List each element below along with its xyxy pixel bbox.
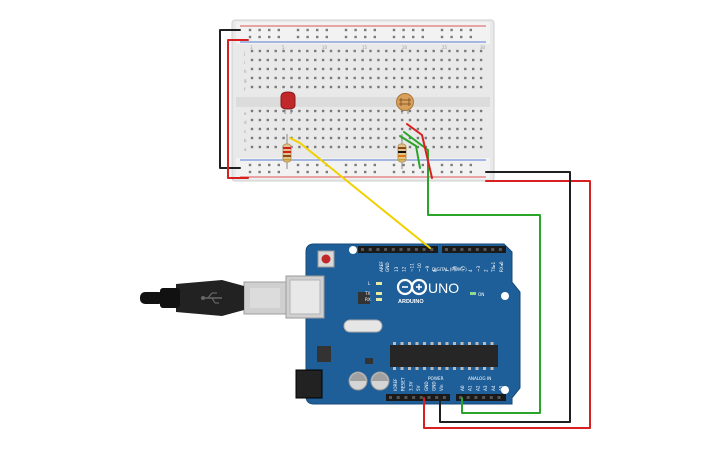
power-header [386,394,450,401]
l-led-label: L [368,281,371,286]
mounting-hole [501,386,509,394]
digital-label: DIGITAL (PWM~) [432,267,467,272]
row-letter: c [244,129,246,134]
pin-label: 12 [402,266,407,272]
resistor-photoresistor[interactable] [397,134,407,169]
chip-pins [393,342,494,370]
usb-icon [201,292,222,304]
column-number: 10 [322,45,328,50]
gnd-label: GND [385,262,390,272]
analog-header [456,394,506,401]
wire-red-5v[interactable] [423,180,591,429]
board-model-label: UNO [428,280,459,296]
pin-label: A5 [499,385,504,391]
reset-button[interactable] [317,250,335,268]
column-number: 30 [480,45,486,50]
row-letter: h [244,69,247,74]
pin-label: 2 [484,269,489,272]
digital-header-holes [361,248,502,251]
wire-red-sensor[interactable] [406,123,433,179]
pin-label: A3 [483,385,488,391]
pin-label: IOREF [393,378,398,391]
breadboard-holes [248,28,483,174]
row-letter: e [244,111,247,116]
pin-label: TX▸1 [491,261,496,273]
wire-green-analog[interactable] [403,131,541,414]
pin-label: RX◂0 [499,261,504,272]
row-letter: b [244,138,247,143]
atmega-chip [390,345,498,367]
breadboard[interactable]: j i h g f e d c b a 1 5 10 15 20 25 30 [231,19,495,182]
mounting-hole [501,292,509,300]
pin-label: 8 [433,269,438,272]
usb-cable-end [140,292,164,304]
pin-label: A0 [460,385,465,391]
wire-black-gnd[interactable] [439,171,571,423]
pin-label: 7 [445,269,450,272]
power-led [470,292,476,295]
usb-cable[interactable] [140,280,287,316]
on-led-label: ON [478,292,484,297]
wires [219,29,591,429]
pin-label: Vin [439,384,444,391]
power-label: POWER [428,376,444,381]
dc-power-jack [295,369,323,399]
column-number: 20 [402,45,408,50]
pin-label: ~6 [453,265,458,272]
column-number: 15 [362,45,368,50]
photoresistor[interactable] [396,93,414,115]
pin-label: GND [432,381,437,391]
pin-label: 3.3V [408,381,413,391]
digital-header-right [442,246,506,253]
rx-led-label: RX [365,297,371,302]
pin-label: GND [424,381,429,391]
breadboard-row-labels: j i h g f e d c b a [243,51,247,152]
row-letter: a [244,147,247,152]
pin-label: ~9 [425,265,430,272]
pin-label: A1 [468,385,473,391]
pin-label: ~10 [417,263,422,272]
pin-label: ~5 [460,265,465,272]
resistor-led[interactable] [282,134,292,169]
column-number: 5 [282,45,285,50]
wire-green-sensor[interactable] [399,135,421,169]
brand-label: ARDUINO [398,299,424,305]
aref-label: AREF [379,261,384,272]
pin-label: A2 [475,385,480,391]
row-letter: d [244,120,247,125]
row-letter: i [244,60,245,65]
pin-label: 13 [394,266,399,272]
digital-header-left [358,246,438,253]
crystal-oscillator [343,319,383,333]
column-number: 25 [442,45,448,50]
bottom-header-holes [389,396,501,399]
row-letter: f [244,87,246,92]
tx-led-label: TX [364,291,371,296]
voltage-regulator [317,346,331,362]
row-letter: g [244,78,247,83]
pin-label: ~11 [409,263,414,272]
arduino-uno-board[interactable]: L TX RX ON UNO ARDUINO DIGITAL (PWM~) 13… [285,243,521,405]
pin-label: 5V [416,385,421,391]
arduino-logo [396,278,428,296]
row-letter: j [243,51,245,56]
breadboard-column-labels: 1 5 10 15 20 25 30 [250,45,486,50]
wire-yellow-signal[interactable] [289,137,431,249]
wire-red-rail[interactable] [227,39,249,179]
pin-label: ~3 [476,265,481,272]
pin-label: A4 [491,385,496,391]
usb-chip [358,292,370,304]
column-number: 1 [250,45,253,50]
pin-label: 4 [468,269,473,272]
wire-black-rail[interactable] [219,29,241,169]
red-led[interactable] [280,91,296,114]
pin-label: RESET [401,377,406,391]
mounting-hole [349,246,357,254]
analog-label: ANALOG IN [468,376,491,381]
